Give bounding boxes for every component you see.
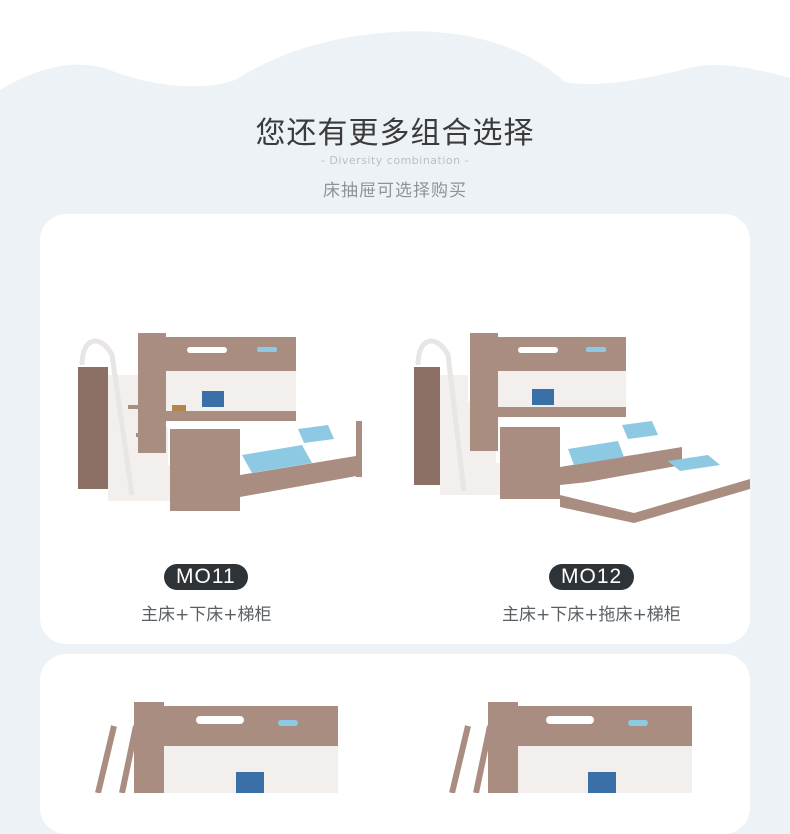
product-image-partial-left[interactable] (88, 698, 348, 793)
section-subtitle-chinese: 床抽屉可选择购买 (323, 181, 467, 201)
product-image-mo12[interactable] (408, 325, 756, 525)
product-code-badge: MO11 (164, 564, 248, 590)
product-code-badge: MO12 (549, 564, 635, 590)
section-subtitle-english: - Diversity combination - (320, 154, 470, 167)
product-image-mo11[interactable] (72, 325, 372, 520)
product-image-partial-right[interactable] (442, 698, 702, 793)
section-title: 您还有更多组合选择 (255, 116, 535, 151)
product-description: 主床+下床+梯柜 (141, 605, 272, 625)
product-description: 主床+下床+拖床+梯柜 (502, 605, 681, 625)
